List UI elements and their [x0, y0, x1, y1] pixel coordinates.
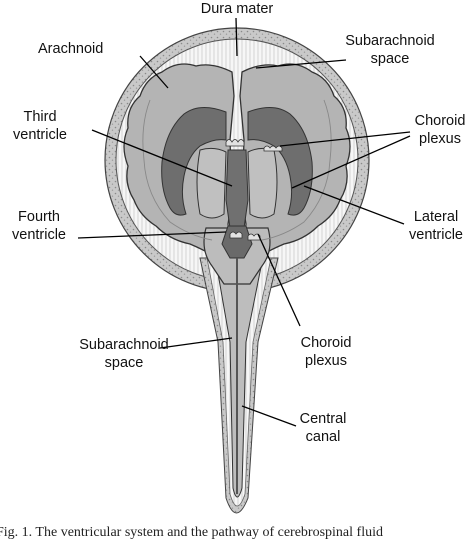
- lateral-ventricle-line2: ventricle: [409, 227, 463, 243]
- left-lateral-ventricle: [161, 107, 227, 216]
- choroid-lower-line2: plexus: [305, 353, 347, 369]
- fourth-ventricle-line1: Fourth: [18, 209, 60, 225]
- subarachnoid-bottom-line1: Subarachnoid: [79, 337, 169, 353]
- central-canal-line2: canal: [305, 429, 341, 445]
- spinal-cord: [215, 261, 263, 498]
- subarachnoid-top-line1: Subarachnoid: [345, 33, 435, 49]
- choroid-plexus-tufts: [225, 139, 283, 241]
- third-ventricle-line1: Third: [23, 109, 57, 125]
- label-arachnoid: Arachnoid: [38, 40, 103, 58]
- subarachnoid-top-line2: space: [370, 51, 410, 67]
- dura-mater-text: Dura mater: [200, 1, 274, 17]
- label-dura-mater: Dura mater: [193, 0, 281, 18]
- label-subarachnoid-space-bottom: Subarachnoid space: [74, 336, 174, 372]
- fourth-ventricle-line2: ventricle: [12, 227, 66, 243]
- subarachnoid-bottom-line2: space: [104, 355, 144, 371]
- label-lateral-ventricle: Lateral ventricle: [400, 208, 472, 244]
- fourth-ventricle: [221, 225, 253, 259]
- choroid-upper-line2: plexus: [419, 131, 461, 147]
- label-central-canal: Central canal: [290, 410, 356, 446]
- leader-lines: [77, 17, 411, 427]
- third-ventricle-line2: ventricle: [13, 127, 67, 143]
- label-subarachnoid-space-top: Subarachnoid space: [340, 32, 440, 68]
- label-choroid-plexus-upper: Choroid plexus: [406, 112, 474, 148]
- choroid-upper-line1: Choroid: [414, 113, 466, 129]
- figure-caption: Fig. 1. The ventricular system and the p…: [0, 525, 383, 540]
- label-third-ventricle: Third ventricle: [2, 108, 78, 144]
- label-choroid-plexus-lower: Choroid plexus: [288, 334, 364, 370]
- arachnoid-text: Arachnoid: [38, 41, 104, 57]
- choroid-lower-line1: Choroid: [300, 335, 352, 351]
- central-canal-line1: Central: [299, 411, 347, 427]
- label-fourth-ventricle: Fourth ventricle: [2, 208, 76, 244]
- third-ventricle: [225, 149, 249, 229]
- lateral-ventricle-line1: Lateral: [413, 209, 459, 225]
